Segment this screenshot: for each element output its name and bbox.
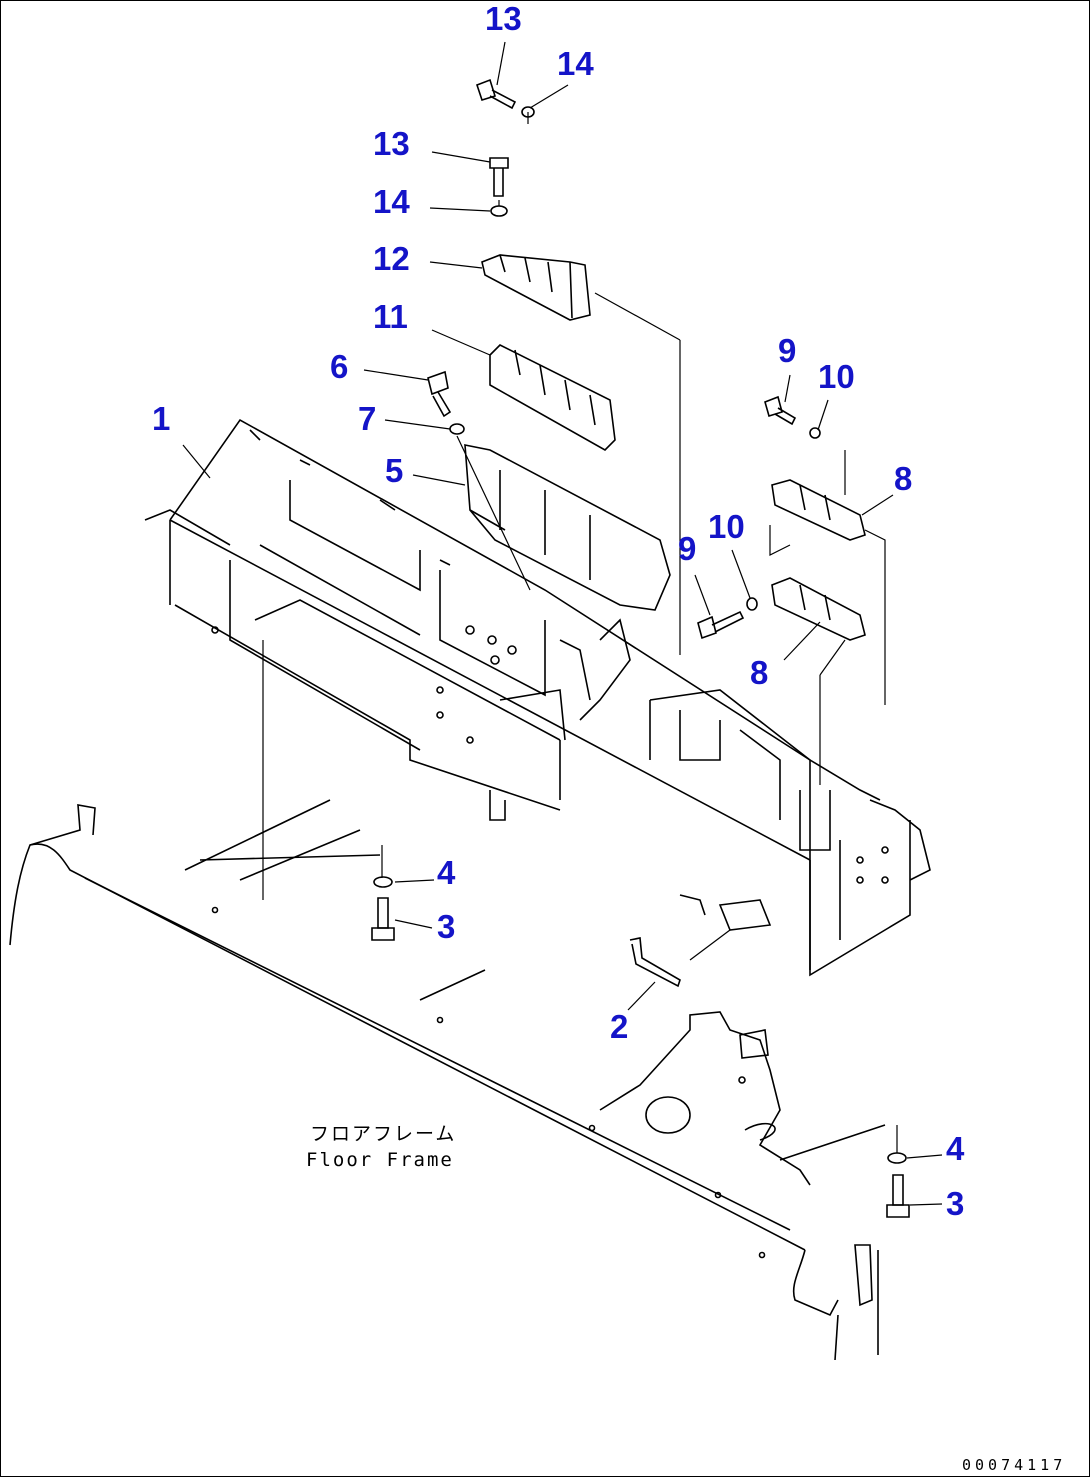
washer-10-lower [746, 597, 758, 611]
bracket-8-lower [771, 577, 866, 641]
callout-8: 8 [894, 460, 912, 497]
document-number: 00074117 [962, 1456, 1066, 1474]
pin-2 [629, 937, 681, 988]
callouts: 1 2 3 3 4 4 5 6 7 8 8 9 9 10 10 11 12 13… [152, 0, 965, 1222]
callout-14: 14 [557, 45, 594, 82]
callout-13: 13 [373, 125, 410, 162]
callout-8: 8 [750, 654, 768, 691]
bolt-3-right [886, 1174, 910, 1218]
callout-9: 9 [778, 332, 796, 369]
callout-12: 12 [373, 240, 410, 277]
bracket-12 [481, 254, 591, 321]
cover-5 [464, 444, 671, 611]
callout-9: 9 [678, 530, 696, 567]
callout-6: 6 [330, 348, 348, 385]
bolt-9-lower [697, 610, 745, 640]
bolt-13-lower [489, 157, 509, 197]
callout-10: 10 [708, 508, 745, 545]
floor-frame-label-en: Floor Frame [306, 1149, 454, 1171]
callout-10: 10 [818, 358, 855, 395]
bracket-11 [489, 344, 616, 451]
callout-13: 13 [485, 0, 522, 37]
bolt-13-upper [475, 78, 517, 110]
callout-4: 4 [437, 854, 456, 891]
callout-7: 7 [358, 400, 376, 437]
callout-5: 5 [385, 452, 403, 489]
leader-lines [182, 41, 943, 1206]
bolt-3-left [371, 897, 395, 941]
bracket-8-upper [771, 479, 866, 541]
callout-14: 14 [373, 183, 410, 220]
callout-4: 4 [946, 1130, 965, 1167]
callout-2: 2 [610, 1008, 628, 1045]
floor-frame-label-jp: フロアフレーム [310, 1123, 456, 1145]
washer-10-upper [809, 427, 821, 439]
washer-4-left [373, 876, 393, 888]
callout-3: 3 [437, 908, 455, 945]
callout-11: 11 [373, 298, 408, 335]
console-frame [144, 418, 931, 977]
assembly-lines [262, 112, 898, 1153]
floor-frame [9, 799, 886, 1361]
bolt-9-upper [764, 395, 797, 426]
bolt-6 [427, 370, 452, 418]
callout-1: 1 [152, 400, 170, 437]
callout-3: 3 [946, 1185, 964, 1222]
